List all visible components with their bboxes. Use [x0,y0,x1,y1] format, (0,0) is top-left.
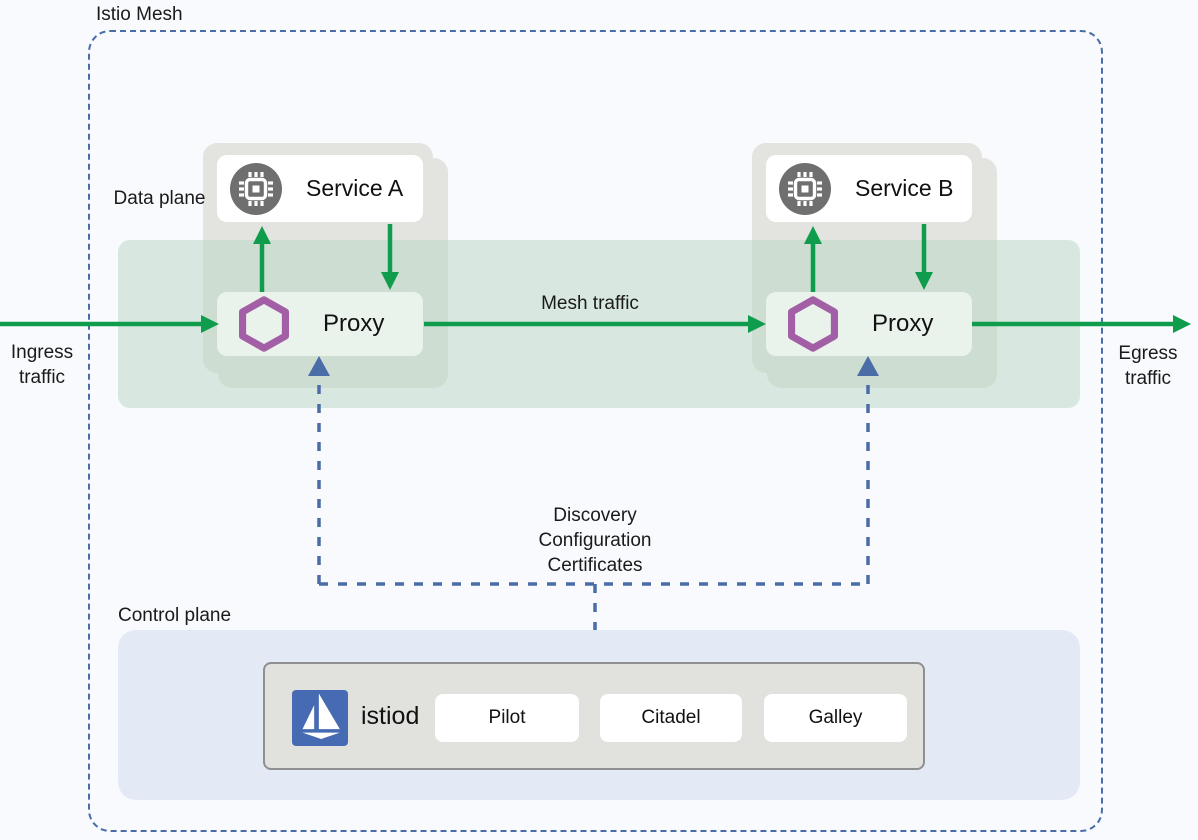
citadel-label: Citadel [641,707,701,728]
service-a-box: Service A [217,155,423,222]
egress-traffic-label: Egress traffic [1118,343,1178,389]
istiod-box: istiod Pilot Citadel Galley [263,662,925,770]
envoy-hexagon-icon [788,296,838,352]
proxy-b-label: Proxy [872,310,934,337]
chip-icon [230,162,282,215]
control-plane-label: Control plane [118,605,232,626]
service-b-box: Service B [766,155,972,222]
galley-label: Galley [808,707,863,728]
citadel-box: Citadel [600,694,742,742]
ingress-traffic-label: Ingress traffic [10,342,74,388]
istio-mesh-label: Istio Mesh [96,4,183,25]
data-plane-label: Data plane [113,188,206,209]
mesh-traffic-label: Mesh traffic [541,293,639,314]
proxy-a-label: Proxy [323,310,385,337]
chip-icon [779,162,831,215]
pilot-label: Pilot [488,707,526,728]
control-channel-label: Discovery Configuration Certificates [538,505,652,576]
istio-sailboat-logo-icon [292,690,348,746]
pilot-box: Pilot [435,694,579,742]
proxy-b-box: Proxy [766,292,972,356]
envoy-hexagon-icon [239,296,289,352]
istio-mesh-boundary [88,30,1103,832]
service-a-label: Service A [306,175,404,201]
proxy-a-box: Proxy [217,292,423,356]
istiod-label: istiod [361,702,420,730]
service-b-label: Service B [855,175,954,201]
galley-box: Galley [764,694,907,742]
